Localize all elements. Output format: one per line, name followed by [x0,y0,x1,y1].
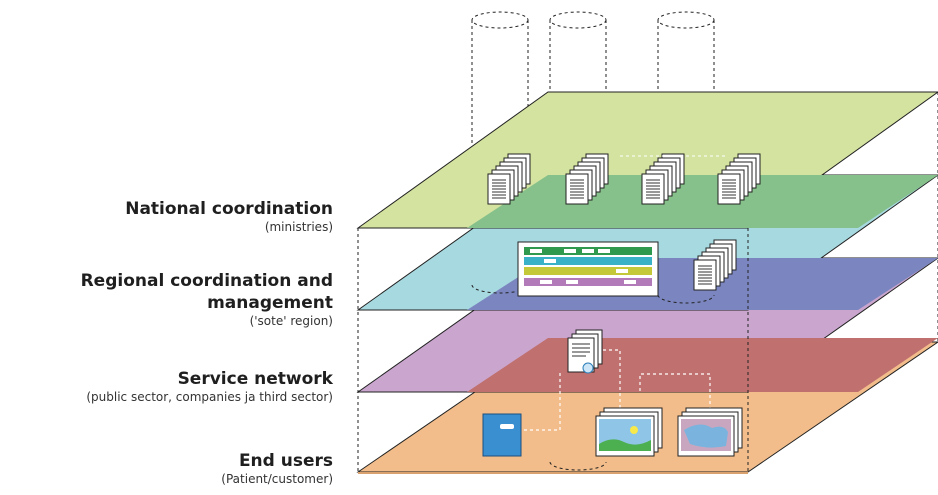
level-title-line2: management [207,293,333,313]
service-dark-band [467,338,938,392]
national-dark-band [467,175,938,228]
level-label-national: National coordination (ministries) [125,198,333,235]
layer-end-users-edge [358,472,748,474]
photo-map-icon [677,407,743,457]
level-title: End users [238,451,333,471]
flow-arrows [524,349,711,431]
level-title: National coordination [125,199,333,219]
photo-landscape-icon [595,407,663,457]
device-icon [482,413,522,457]
level-label-service: Service network (public sector, companie… [86,368,333,405]
level-label-regional: Regional coordination and management ('s… [81,270,333,329]
level-subtitle: ('sote' region) [249,314,333,328]
level-title-line1: Regional coordination and [80,271,333,291]
level-title: Service network [177,369,333,389]
certificate-document-icon [567,329,603,374]
level-subtitle: (ministries) [264,220,333,234]
level-label-end-users: End users (Patient/customer) [221,450,333,487]
level-subtitle: (public sector, companies ja third secto… [86,390,333,404]
layer-connectors [357,92,938,472]
level-subtitle: (Patient/customer) [221,472,333,486]
dashboard-icon [517,241,659,297]
